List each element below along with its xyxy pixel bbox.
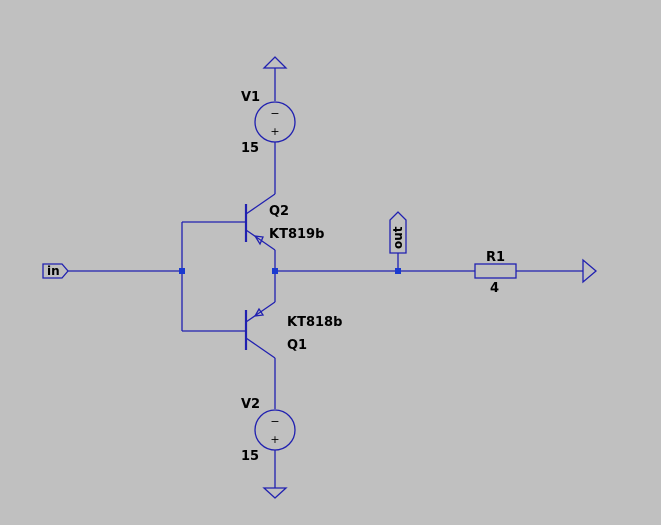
input-net-label: in [47, 264, 60, 278]
q2-model: KT819b [269, 227, 324, 242]
output-net-flag[interactable] [389, 211, 407, 254]
junction-dot-input [179, 268, 185, 274]
q2-label: Q2 [269, 204, 289, 219]
q1-label: Q1 [287, 338, 307, 353]
ground-symbol-right[interactable] [582, 258, 598, 284]
ground-symbol-top[interactable] [262, 56, 288, 101]
output-net-label: out [391, 226, 405, 249]
v2-value: 15 [241, 449, 259, 464]
r1-value: 4 [490, 281, 499, 296]
v2-label: V2 [241, 397, 260, 412]
resistor-r1[interactable] [474, 263, 517, 279]
junction-dot-emitter [272, 268, 278, 274]
v2-plus-sign: + [270, 433, 279, 446]
transistor-q2[interactable] [244, 193, 276, 251]
v1-value: 15 [241, 141, 259, 156]
transistor-q1[interactable] [244, 301, 276, 359]
v1-label: V1 [241, 90, 260, 105]
junction-dot-output [395, 268, 401, 274]
v2-minus-sign: − [270, 415, 279, 428]
v1-plus-sign: + [270, 125, 279, 138]
v1-minus-sign: − [270, 107, 279, 120]
r1-label: R1 [486, 250, 505, 265]
q1-model: KT818b [287, 315, 342, 330]
ground-symbol-bottom[interactable] [262, 487, 288, 499]
input-net-flag[interactable] [42, 263, 69, 279]
